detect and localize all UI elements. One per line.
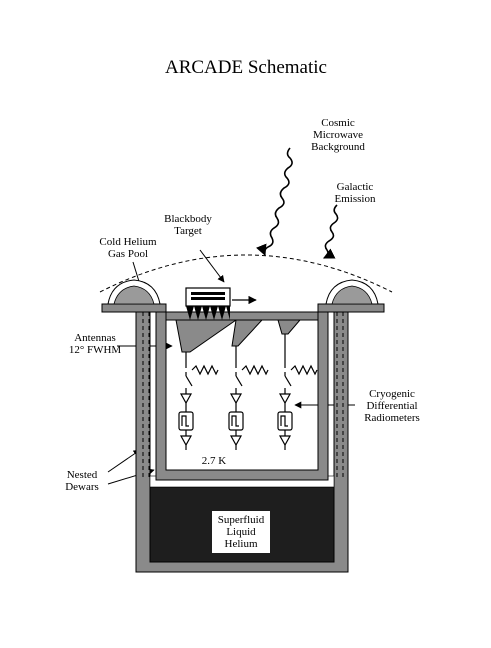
right-flange [317,303,385,313]
superfluid-label-box [212,511,270,553]
left-helium-dome-inner [113,285,155,305]
svg-text:Emission: Emission [335,193,376,205]
nested-dewars-label: Nested Dewars [65,469,99,493]
sky-dashed-arc [99,254,393,293]
cmb-wave-arrow [256,147,293,257]
svg-text:Microwave: Microwave [313,129,363,141]
svg-text:Cryogenic: Cryogenic [369,388,415,400]
blackbody-pointer-arrow [199,249,225,283]
right-helium-dome-inner [331,285,373,305]
svg-text:Background: Background [311,141,365,153]
cold-helium-label: Cold Helium Gas Pool [99,236,157,260]
radiometer-chain-2 [228,346,269,450]
horn-antenna-1 [175,319,238,353]
radiometer-chain-1 [178,352,219,450]
cmb-label: Cosmic Microwave Background [311,117,365,153]
galactic-wave-arrow [322,204,339,259]
superfluid-helium-label: Superfluid Liquid Helium [218,514,265,550]
svg-text:Radiometers: Radiometers [364,412,420,424]
svg-text:Helium: Helium [225,538,258,550]
temperature-label: 2.7 K [202,455,227,467]
blackbody-target-label: Blackbody Target [164,213,212,237]
svg-text:Nested: Nested [67,469,98,481]
svg-text:Liquid: Liquid [226,526,256,538]
antennas-label: Antennas 12° FWHM [69,332,122,356]
galactic-emission-label: Galactic Emission [335,181,376,205]
svg-text:Gas Pool: Gas Pool [108,248,148,260]
svg-text:Cold Helium: Cold Helium [99,236,157,248]
radiometers-label: Cryogenic Differential Radiometers [364,388,420,424]
svg-text:Galactic: Galactic [337,181,374,193]
left-flange [101,303,167,313]
blackbody-target [185,287,231,320]
svg-text:Cosmic: Cosmic [321,117,355,129]
svg-text:Differential: Differential [366,400,417,412]
radiometer-chain-3 [277,334,318,450]
svg-text:Superfluid: Superfluid [218,514,265,526]
horn-antenna-2 [231,319,264,347]
svg-text:12° FWHM: 12° FWHM [69,344,122,356]
horn-antenna-3 [277,319,302,335]
svg-text:Dewars: Dewars [65,481,99,493]
svg-text:Antennas: Antennas [74,332,116,344]
diagram-title: ARCADE Schematic [165,57,327,78]
svg-text:Target: Target [174,225,202,237]
svg-text:Blackbody: Blackbody [164,213,212,225]
nested-dewars-pointer-arrow-1 [107,449,141,473]
